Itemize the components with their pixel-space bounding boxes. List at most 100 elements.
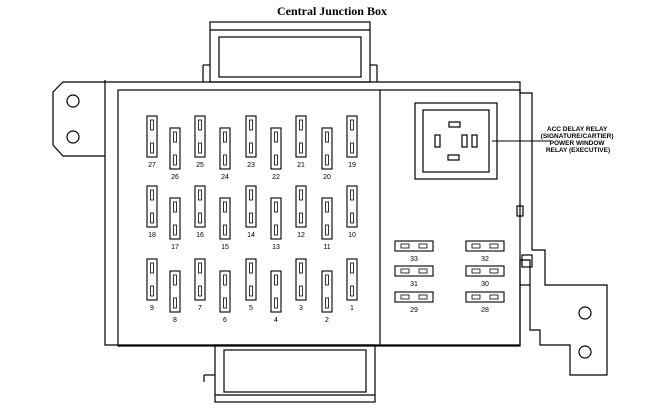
mini-fuse-blade <box>471 294 481 300</box>
fuse-blade <box>173 201 177 213</box>
fuse-blade <box>274 224 278 236</box>
fuse-blade <box>198 119 202 131</box>
fuse-label: 21 <box>297 162 305 169</box>
fuse-body <box>219 270 231 313</box>
mini-fuse-blade <box>489 294 499 300</box>
fuse-body <box>270 127 282 170</box>
mini-fuse-label: 30 <box>481 281 489 288</box>
mini-fuse: 32 <box>465 240 505 263</box>
fuse-blade <box>350 212 354 224</box>
fuse-blade <box>249 262 253 274</box>
fuse: 9 <box>146 258 158 312</box>
fuse-label: 27 <box>148 162 156 169</box>
fuse-body <box>346 115 358 158</box>
fuse-blade <box>249 212 253 224</box>
fuse-blade <box>325 274 329 286</box>
fuse-label: 7 <box>198 305 202 312</box>
mini-fuse-body <box>394 240 434 252</box>
fuse-label: 6 <box>223 317 227 324</box>
fuse: 22 <box>270 127 282 181</box>
fuse-label: 11 <box>323 244 330 251</box>
fuse-label: 12 <box>297 232 305 239</box>
fuse: 16 <box>194 185 206 239</box>
fuse-body <box>219 127 231 170</box>
fuse-blade <box>173 131 177 143</box>
fuse-body <box>346 258 358 301</box>
fuse-body <box>321 197 333 240</box>
mini-fuse-blade <box>400 294 410 300</box>
fuse: 19 <box>346 115 358 169</box>
fuse-label: 24 <box>221 174 229 181</box>
fuse-body <box>169 127 181 170</box>
relay-label-line: RELAY (EXECUTIVE) <box>546 147 610 154</box>
fuse-blade <box>173 297 177 309</box>
fuse: 27 <box>146 115 158 169</box>
fuse: 20 <box>321 127 333 181</box>
fuse-blade <box>325 131 329 143</box>
fuse-blade <box>150 262 154 274</box>
fuse-body <box>219 197 231 240</box>
fuse-blade <box>299 189 303 201</box>
fuse-label: 16 <box>196 232 204 239</box>
fuse: 25 <box>194 115 206 169</box>
fuse-blade <box>350 285 354 297</box>
fuse-blade <box>350 189 354 201</box>
fuse: 18 <box>146 185 158 239</box>
mini-fuse-blade <box>489 268 499 274</box>
fuse-body <box>194 258 206 301</box>
fuse-blade <box>249 285 253 297</box>
fuse-blade <box>198 142 202 154</box>
fuse: 21 <box>295 115 307 169</box>
fuse-blade <box>223 297 227 309</box>
mini-fuse: 29 <box>394 291 434 314</box>
fuse-blade <box>249 142 253 154</box>
fuse-label: 20 <box>323 174 331 181</box>
mini-fuse-body <box>465 291 505 303</box>
mini-fuse-blade <box>418 243 428 249</box>
fuse-label: 4 <box>274 317 278 324</box>
relay-label-line: (SIGNATURE/CARTIER) <box>541 133 614 140</box>
housing-outline <box>52 21 608 403</box>
fuse-blade <box>173 274 177 286</box>
fuse-blade <box>223 274 227 286</box>
mini-fuse-blade <box>400 243 410 249</box>
fuse-blade <box>325 224 329 236</box>
fuse-body <box>194 115 206 158</box>
relay-socket <box>414 102 552 180</box>
fuse-blade <box>150 212 154 224</box>
fuse-blade <box>173 154 177 166</box>
fuse-body <box>146 115 158 158</box>
fuse: 24 <box>219 127 231 181</box>
fuse-body <box>245 115 257 158</box>
fuse-body <box>295 185 307 228</box>
fuse-grid: 2726252423222120191817161514131211109876… <box>146 115 358 324</box>
fuse-body <box>295 115 307 158</box>
fuse: 7 <box>194 258 206 312</box>
diagram-title: Central Junction Box <box>277 4 387 18</box>
mini-fuse-label: 33 <box>410 256 418 263</box>
fuse-label: 15 <box>221 244 229 251</box>
fuse-label: 17 <box>171 244 179 251</box>
fuse-blade <box>223 154 227 166</box>
fuse-label: 22 <box>272 174 280 181</box>
fuse-blade <box>198 262 202 274</box>
fuse-label: 9 <box>150 305 154 312</box>
fuse-blade <box>274 274 278 286</box>
fuse-blade <box>299 119 303 131</box>
relay-label-line: POWER WINDOW <box>550 140 606 147</box>
fuse-label: 26 <box>171 174 179 181</box>
fuse: 15 <box>219 197 231 251</box>
fuse: 4 <box>270 270 282 324</box>
fuse-blade <box>350 142 354 154</box>
fuse: 5 <box>245 258 257 312</box>
fuse-body <box>169 270 181 313</box>
mini-fuse: 28 <box>465 291 505 314</box>
fuse-blade <box>198 285 202 297</box>
mini-fuse-body <box>465 240 505 252</box>
fuse: 3 <box>295 258 307 312</box>
fuse-blade <box>274 297 278 309</box>
mini-fuse-body <box>394 291 434 303</box>
fuse-blade <box>173 224 177 236</box>
